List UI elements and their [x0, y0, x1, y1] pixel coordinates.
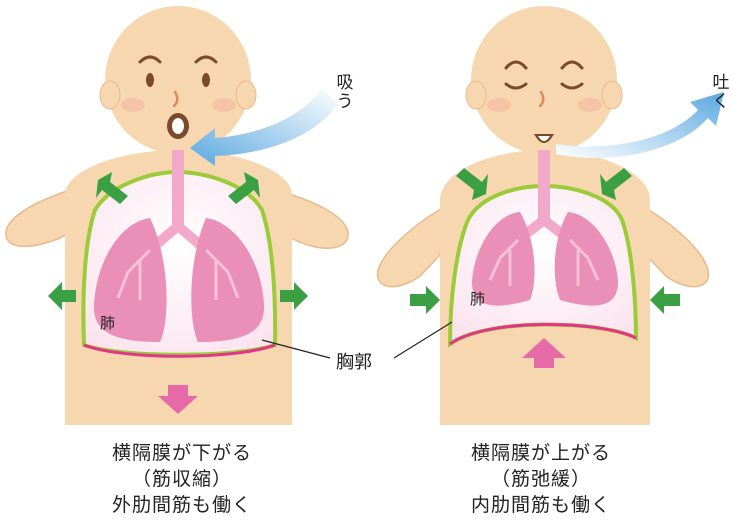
eye-right — [202, 73, 210, 87]
caption-line: 横隔膜が下がる — [52, 440, 312, 466]
figure-inhale — [6, 6, 348, 425]
cheek-left — [487, 98, 511, 112]
ear-left — [466, 81, 486, 109]
caption-inhale: 横隔膜が下がる （筋収縮） 外肋間筋も働く — [52, 440, 312, 518]
right-arm — [640, 205, 708, 287]
eye-left — [146, 73, 154, 87]
cheek-right — [578, 98, 602, 112]
cheek-right — [212, 98, 236, 112]
trachea — [172, 150, 184, 228]
lung-label-right: 肺 — [470, 288, 485, 309]
exhale-label: 吐く — [711, 74, 731, 112]
caption-exhale: 横隔膜が上がる （筋弛緩） 内肋間筋も働く — [411, 440, 671, 518]
figure-exhale — [378, 6, 724, 425]
head — [471, 6, 617, 154]
mouth-inner — [172, 118, 184, 134]
cheek-left — [121, 98, 145, 112]
ear-left — [100, 81, 120, 109]
ribcage-label: 胸郭 — [336, 348, 372, 374]
caption-line: （筋弛緩） — [411, 466, 671, 492]
trachea — [538, 150, 550, 222]
left-arm — [378, 205, 448, 287]
green-arrow-inward-icon — [650, 286, 680, 314]
ear-right — [602, 81, 622, 109]
lung-label-left: 肺 — [100, 312, 115, 333]
caption-line: 外肋間筋も働く — [52, 492, 312, 518]
ear-right — [236, 81, 256, 109]
caption-line: （筋収縮） — [52, 466, 312, 492]
green-arrow-inward-icon — [410, 286, 440, 314]
caption-line: 横隔膜が上がる — [411, 440, 671, 466]
inhale-label: 吸う — [335, 74, 355, 112]
caption-line: 内肋間筋も働く — [411, 492, 671, 518]
